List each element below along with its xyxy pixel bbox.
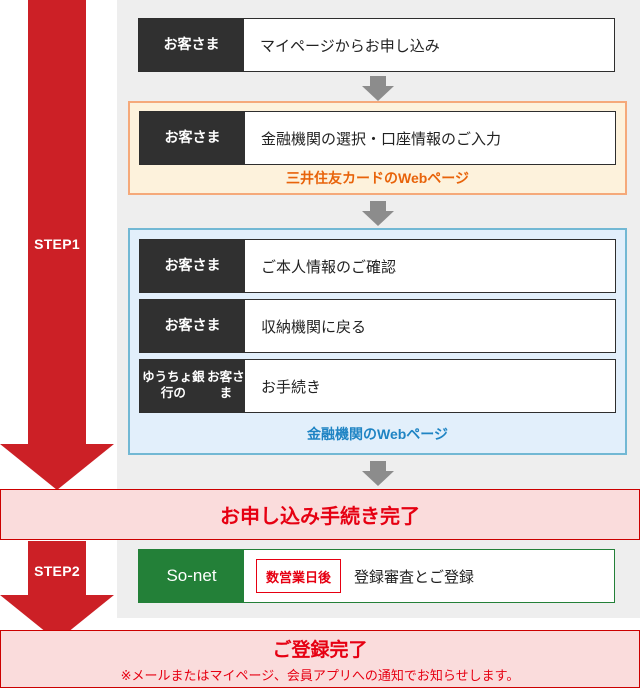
step1-label: STEP1 [34, 236, 80, 252]
banner-title: ご登録完了 [272, 639, 368, 661]
step-description: 収納機関に戻る [245, 300, 615, 352]
flow-row-bank-selection: お客さま 金融機関の選択・口座情報のご入力 [139, 111, 616, 165]
connector-arrow-down-icon [362, 76, 394, 101]
step2-arrow: STEP2 [0, 541, 114, 641]
flow-row-mypage-application: お客さま マイページからお申し込み [138, 18, 615, 72]
step1-arrow-head [0, 444, 114, 490]
actor-label-line2: お客さま [207, 370, 245, 400]
banner-title: お申し込み手続き完了 [220, 506, 420, 528]
group-caption-bank: 金融機関のWebページ [306, 426, 449, 442]
step1-arrow-shaft [28, 0, 86, 444]
banner-application-complete: お申し込み手続き完了 [0, 489, 640, 540]
banner-note: ※メールまたはマイページ、会員アプリへの通知でお知らせします。 [120, 667, 520, 683]
group-caption-smcc: 三井住友カードのWebページ [285, 170, 470, 186]
actor-label: お客さま [140, 112, 245, 164]
bank-step-list: お客さま ご本人情報のご確認 お客さま 収納機関に戻る ゆうちょ銀行の お客さま… [139, 239, 616, 419]
connector-shaft [370, 461, 386, 471]
step-description: 金融機関の選択・口座情報のご入力 [245, 112, 615, 164]
step2-label: STEP2 [34, 563, 80, 579]
flow-row-sonet-review: So-net 数営業日後 登録審査とご登録 [138, 549, 615, 603]
banner-registration-complete: ご登録完了 ※メールまたはマイページ、会員アプリへの通知でお知らせします。 [0, 630, 640, 688]
step-description: ご本人情報のご確認 [245, 240, 615, 292]
actor-label-yucho: ゆうちょ銀行の お客さま [140, 360, 245, 412]
timing-badge: 数営業日後 [256, 559, 342, 593]
connector-head [362, 86, 394, 101]
step2-arrow-shaft [28, 541, 86, 595]
connector-shaft [370, 76, 386, 86]
actor-label: お客さま [140, 300, 245, 352]
step1-arrow: STEP1 [0, 0, 114, 490]
step-description: マイページからお申し込み [244, 19, 614, 71]
step-description: 登録審査とご登録 [354, 568, 475, 586]
connector-head [362, 211, 394, 226]
group-smcc-webpage: お客さま 金融機関の選択・口座情報のご入力 三井住友カードのWebページ [128, 101, 627, 195]
actor-label-line1: ゆうちょ銀行の [142, 370, 205, 400]
flow-row-return-to-collector: お客さま 収納機関に戻る [139, 299, 616, 353]
connector-shaft [370, 201, 386, 211]
group-bank-webpage: お客さま ご本人情報のご確認 お客さま 収納機関に戻る ゆうちょ銀行の お客さま… [128, 228, 627, 455]
step-description: お手続き [245, 360, 615, 412]
actor-label: お客さま [139, 19, 244, 71]
connector-arrow-down-icon [362, 461, 394, 486]
sonet-brand-label: So-net [139, 550, 244, 602]
connector-arrow-down-icon [362, 201, 394, 226]
flow-row-identity-confirmation: お客さま ご本人情報のご確認 [139, 239, 616, 293]
actor-label: お客さま [140, 240, 245, 292]
flow-row-yucho-procedure: ゆうちょ銀行の お客さま お手続き [139, 359, 616, 413]
connector-head [362, 471, 394, 486]
